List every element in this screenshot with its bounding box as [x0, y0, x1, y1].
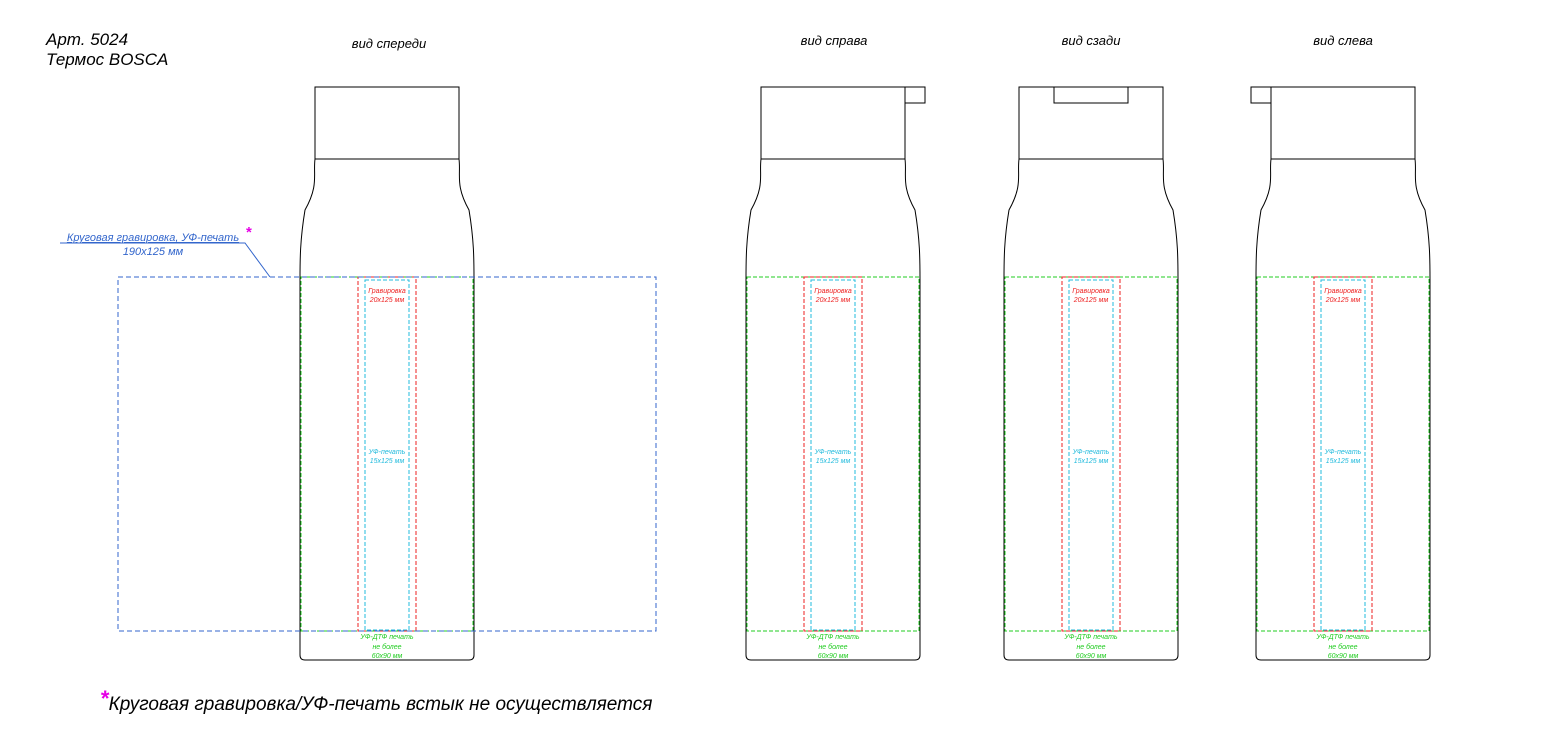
uv-area-left: [1320, 279, 1366, 631]
uv-area-front: [364, 279, 410, 631]
dtf-line3-back: 60x90 мм: [1076, 653, 1107, 660]
dtf-line2-front: не более: [372, 643, 401, 651]
uv-size-front: 15x125 мм: [370, 458, 405, 465]
lid-left: [1270, 86, 1416, 160]
footnote: *Круговая гравировка/УФ-печать встык не …: [100, 686, 653, 716]
engraving-area-left: [1313, 276, 1373, 632]
bottle-body-left: [1255, 158, 1431, 661]
wrap-area-title: Круговая гравировка, УФ-печать: [67, 232, 239, 244]
uv-size-right: 15x125 мм: [816, 458, 851, 465]
dtf-line2-right: не более: [818, 643, 847, 651]
wrap-area-asterisk: *: [246, 224, 252, 241]
wrap-area-outline: [117, 276, 657, 632]
engraving-size-right: 20x125 мм: [815, 297, 851, 304]
dtf-line3-right: 60x90 мм: [818, 653, 849, 660]
dtf-line2-back: не более: [1076, 643, 1105, 651]
lid-front: [314, 86, 460, 160]
wrap-area-size: 190x125 мм: [123, 246, 184, 258]
dtf-line1-back: УФ-ДТФ печать: [1063, 634, 1117, 641]
lid-right: [760, 86, 906, 160]
uv-title-left: УФ-печать: [1324, 449, 1362, 456]
footnote-text: Круговая гравировка/УФ-печать встык не о…: [108, 694, 653, 715]
engraving-title-right: Гравировка: [814, 288, 852, 295]
article-number: Арт. 5024: [46, 30, 129, 49]
dtf-line2-left: не более: [1328, 643, 1357, 651]
uv-area-back: [1068, 279, 1114, 631]
engraving-size-front: 20x125 мм: [369, 297, 405, 304]
engraving-area-back: [1061, 276, 1121, 632]
uv-area-right: [810, 279, 856, 631]
view-title-back: вид сзади: [1061, 33, 1121, 48]
engraving-title-front: Гравировка: [368, 288, 406, 295]
dtf-line1-right: УФ-ДТФ печать: [805, 634, 859, 641]
view-title-left: вид слева: [1313, 33, 1373, 48]
bottle-body-back: [1003, 158, 1179, 661]
bottle-body-right: [745, 158, 921, 661]
lid-tab-right: [904, 86, 926, 104]
dtf-line1-left: УФ-ДТФ печать: [1315, 634, 1369, 641]
bottle-body-front: [299, 158, 475, 661]
uv-title-back: УФ-печать: [1072, 449, 1110, 456]
lid-back: [1018, 86, 1164, 160]
dtf-line1-front: УФ-ДТФ печать: [359, 634, 413, 641]
view-title-right: вид справа: [800, 33, 868, 48]
engraving-title-back: Гравировка: [1072, 288, 1110, 295]
dtf-line3-front: 60x90 мм: [372, 653, 403, 660]
product-name: Термос BOSCA: [46, 50, 169, 69]
uv-title-right: УФ-печать: [814, 449, 852, 456]
uv-size-left: 15x125 мм: [1326, 458, 1361, 465]
uv-title-front: УФ-печать: [368, 449, 406, 456]
lid-tab-left: [1250, 86, 1272, 104]
dtf-line3-left: 60x90 мм: [1328, 653, 1359, 660]
wrap-area-leader: [60, 242, 271, 278]
engraving-size-back: 20x125 мм: [1073, 297, 1109, 304]
engraving-size-left: 20x125 мм: [1325, 297, 1361, 304]
engraving-area-right: [803, 276, 863, 632]
wrap-area-title-text: Круговая гравировка, УФ-печать: [67, 232, 239, 244]
uv-size-back: 15x125 мм: [1074, 458, 1109, 465]
view-title-front: вид спереди: [351, 36, 427, 51]
engraving-title-left: Гравировка: [1324, 288, 1362, 295]
lid-tab-back: [1053, 86, 1129, 104]
footnote-asterisk: *: [100, 686, 109, 711]
